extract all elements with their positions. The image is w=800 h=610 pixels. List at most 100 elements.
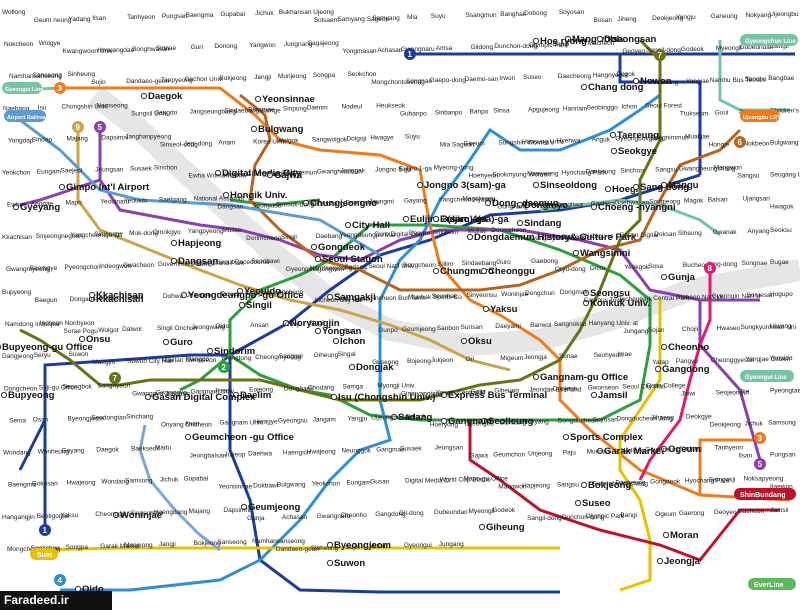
line-6 <box>239 93 742 292</box>
station-label: Incheon Bus Term <box>373 295 425 302</box>
station-label: Daerim <box>409 230 430 237</box>
station-label: Gireum <box>464 140 485 147</box>
station-label: Jemulpo <box>187 292 212 299</box>
station-major-label: Yeongdeungpo -gu Office <box>188 290 304 301</box>
station-label: Eungam <box>346 480 370 487</box>
station-label: Deokjeong <box>652 15 683 22</box>
station-major-label: Hongik Univ. <box>230 190 287 201</box>
line-8-badge-label: 8 <box>708 264 713 273</box>
station-label: Bosan <box>594 17 613 24</box>
line-3-badge-label: 3 <box>58 84 63 93</box>
station-label: Suwon City Hall <box>127 358 173 365</box>
station-label: Majang <box>67 135 89 142</box>
station-label: Cheolsan <box>561 234 589 241</box>
station-label: Dorimcheon <box>246 235 281 242</box>
station-label: Seodongtan <box>91 414 126 421</box>
station-major-label: Geumjeong <box>248 502 300 513</box>
station-label: Noksapyeong <box>743 476 783 483</box>
station-label: Beomgye <box>30 265 58 272</box>
station-label: Wondang <box>101 479 129 486</box>
station-major-label: Isu (Chongshin Univ.) <box>338 392 435 403</box>
station-label: Gangdong <box>375 511 406 518</box>
station-label: Chongshin Univ. <box>62 103 109 110</box>
station-label: Daehwa <box>248 451 272 458</box>
station-label: Seoul Forest <box>645 102 682 109</box>
station-label: Maegyo <box>92 359 116 366</box>
station-label: Sinbangwha <box>532 203 568 210</box>
interchange-marker <box>662 531 670 539</box>
interchange-marker <box>326 559 334 567</box>
station-label: Godeok <box>681 46 705 53</box>
station-label: Soraesan <box>746 292 774 299</box>
gyeongui-badge-label: Gyeongui Line <box>5 87 43 93</box>
station-label: Seongbok <box>63 383 93 390</box>
station-label: Yeokchon <box>312 481 341 488</box>
interchange-marker <box>112 511 120 519</box>
interchange-marker <box>532 37 540 45</box>
station-major-label: Suseo <box>582 498 611 509</box>
line-number-badges: 1 2 3 4 5 6 7 7 8 9 5 3 1 <box>39 48 766 586</box>
line-1-badge-south-label: 1 <box>43 526 48 535</box>
station-label: Daecheong <box>558 73 592 80</box>
station-major-label: Wangsimni <box>580 248 630 259</box>
station-label: Jeungmi <box>369 199 394 206</box>
station-major-label: Dong- daemun <box>492 198 559 209</box>
station-label: Daemo-san <box>465 76 499 83</box>
station-label: Magoknaru <box>463 196 496 203</box>
station-label: Government Compl <box>158 261 215 268</box>
station-label: Eungam <box>37 169 61 176</box>
station-label: Juan <box>128 294 142 301</box>
station-major-label: Jongno 3(sam)-ga <box>424 180 507 191</box>
station-label: Itaewon <box>770 484 793 491</box>
station-major-label: Yongsan <box>322 326 362 337</box>
station-major-label: Daegok <box>148 91 183 102</box>
interchange-marker <box>88 291 96 299</box>
station-label: Gongdeok <box>650 479 681 486</box>
station-label: Achasan <box>377 47 403 54</box>
station-label: Chungjeongno <box>247 171 290 178</box>
station-major-label: Mangu <box>668 180 699 191</box>
interchange-marker <box>12 203 20 211</box>
station-label: Suyu <box>431 13 446 20</box>
airport-badge-label: Airport Railroad <box>7 115 49 121</box>
interchange-marker <box>632 77 640 85</box>
interchange-marker <box>140 92 148 100</box>
interchange-marker <box>184 433 192 441</box>
station-label: Ttukseom <box>680 110 709 117</box>
interchange-marker <box>432 267 440 275</box>
station-label: Bokjeong <box>219 75 246 82</box>
interchange-marker <box>609 131 617 139</box>
station-major-label: Gangnam <box>448 416 492 427</box>
station-label: Seonyudo <box>252 203 282 210</box>
station-label: Indeogwon <box>99 263 131 270</box>
station-label: Ewha Womans Univ <box>189 173 248 180</box>
station-label: Saetgang <box>159 197 187 204</box>
station-label: Sangsu <box>737 173 759 180</box>
station-label: Hwajeong <box>307 449 336 456</box>
station-label: Gupabal <box>220 11 245 18</box>
interchange-marker <box>170 257 178 265</box>
station-major-label: Guro <box>170 337 193 348</box>
station-label: Sinsa <box>493 107 510 114</box>
gyeongchun-badge <box>740 34 798 46</box>
station-label: Anyang <box>747 228 769 235</box>
interchange-marker <box>330 393 338 401</box>
station-label: Yangju <box>347 415 367 422</box>
station-label: Sangwolgok <box>312 136 348 143</box>
station-label: Guri <box>191 44 203 51</box>
station-major-label: Taereung <box>617 130 659 141</box>
station-label: Suwon <box>69 351 89 358</box>
station-label: Nokbeon <box>743 140 769 147</box>
station-label: Beotigogae <box>37 513 70 520</box>
station-label: Bupyeong <box>2 289 32 296</box>
station-label: Gyeongui <box>404 542 432 549</box>
station-label: Gupabal <box>184 476 209 483</box>
interchange-marker <box>214 169 222 177</box>
station-label: Samyang Sageori <box>337 16 389 23</box>
station-major-label: Kkachisan <box>96 290 144 301</box>
station-label: Seoul Grand Park <box>193 260 245 267</box>
station-label: Dokbawi <box>253 483 278 490</box>
station-label: Yeonsinnae <box>218 484 252 491</box>
station-major-label: Cheonho <box>668 342 709 353</box>
